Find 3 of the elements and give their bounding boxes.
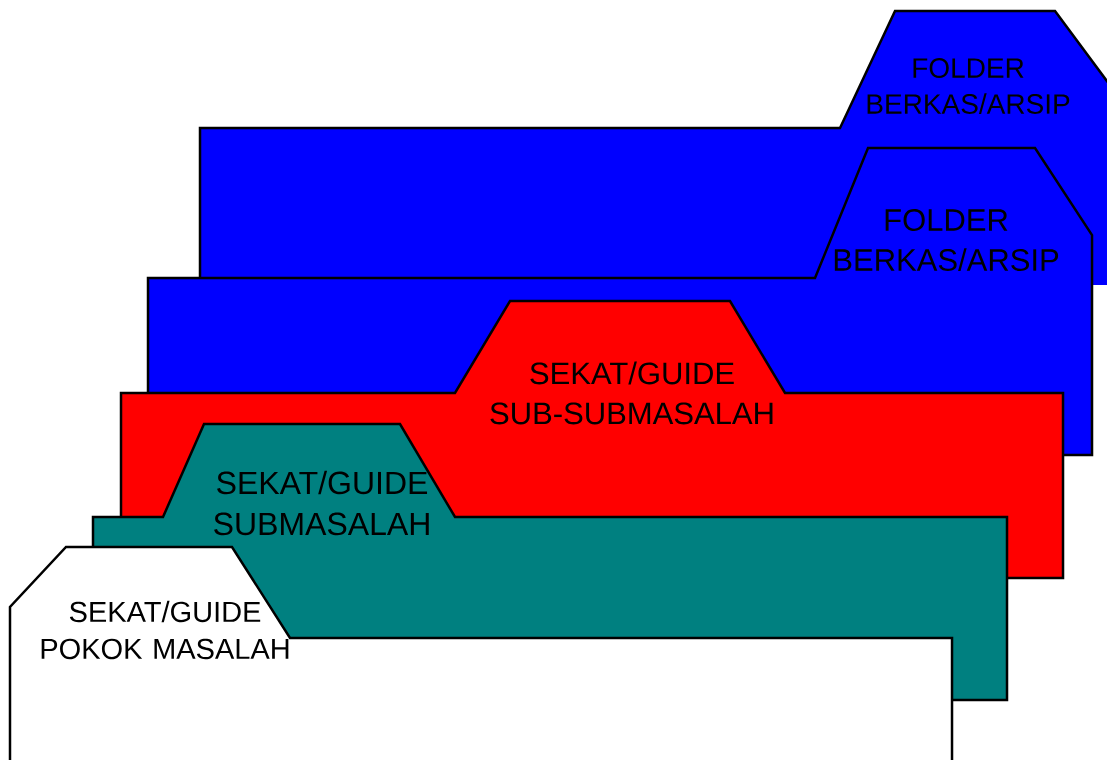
node-label: FOLDER BERKAS/ARSIP [867,58,1070,114]
node-label: FOLDER BERKAS/ARSIP [834,209,1059,271]
guide-tab: SEKAT/GUIDE POKOK MASALAH [8,545,954,760]
